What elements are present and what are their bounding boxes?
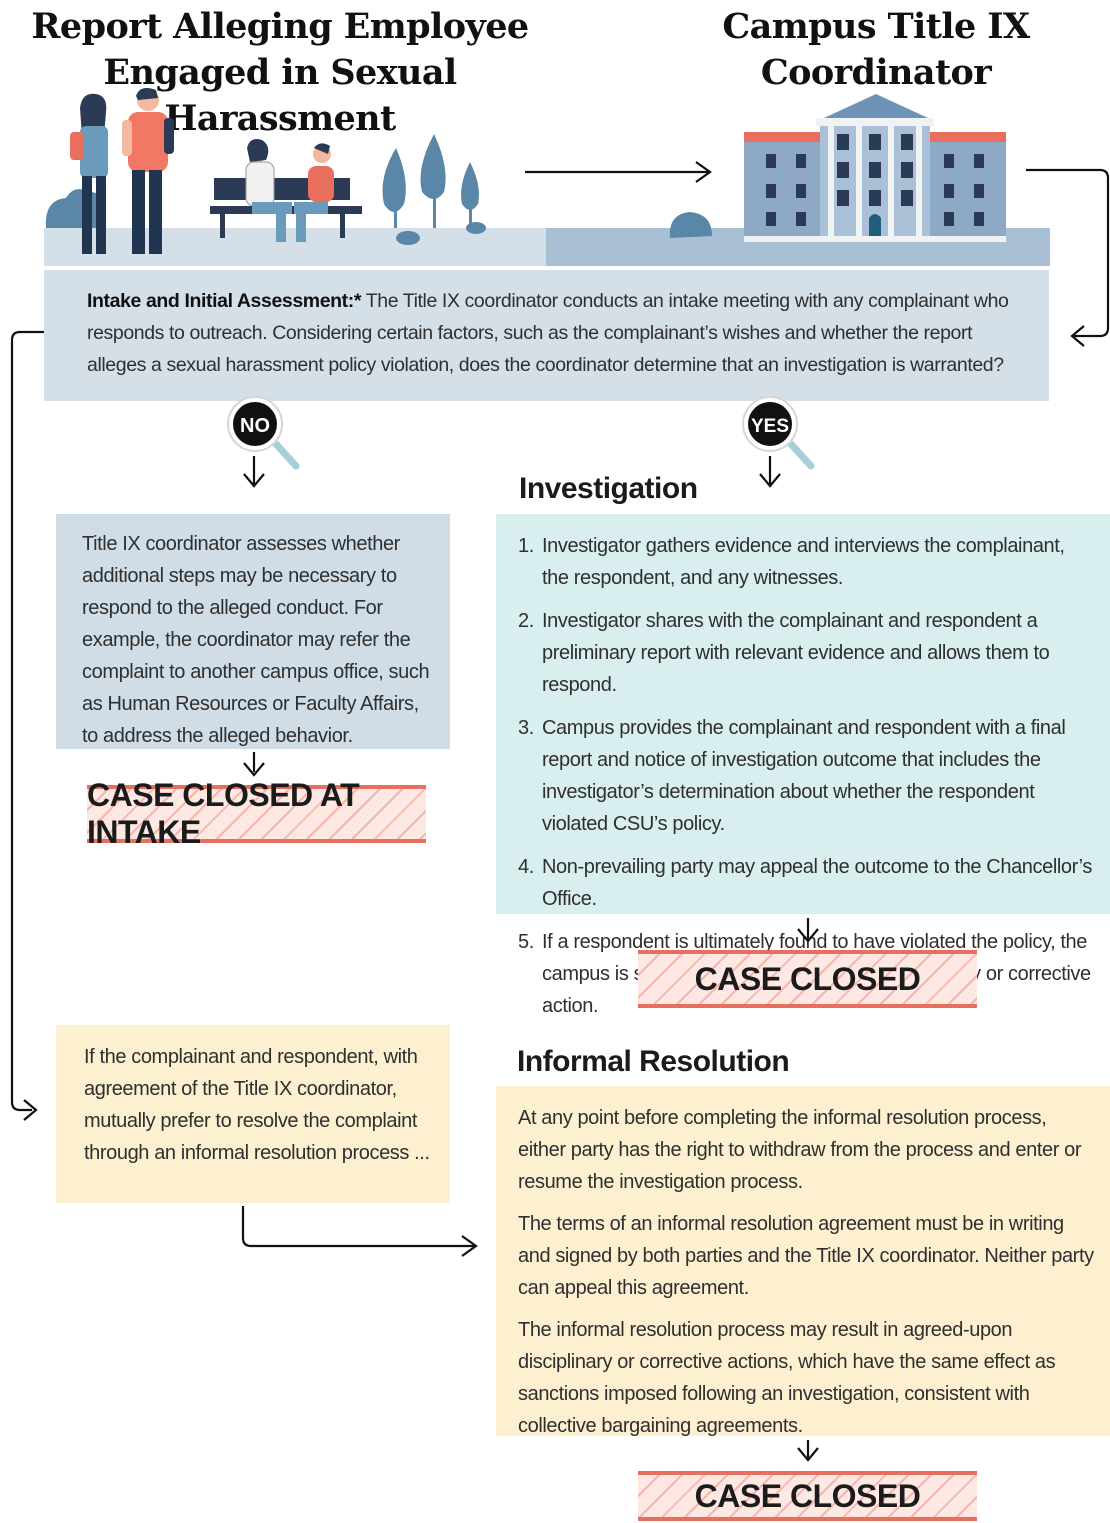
intake-text: Intake and Initial Assessment:* The Titl… (87, 285, 1019, 381)
arrow-no-to-closed (243, 752, 265, 777)
report-title: Report Alleging Employee Engaged in Sexu… (31, 6, 529, 139)
no-label: NO (240, 415, 270, 437)
arrow-intake-to-informal (10, 330, 44, 1121)
informal-branch-text: If the complainant and respondent, with … (84, 1046, 430, 1164)
informal-paragraph: At any point before completing the infor… (518, 1107, 1082, 1193)
informal-case-closed: CASE CLOSED (638, 1471, 977, 1521)
intake-description: The Title IX coordinator conducts an int… (87, 290, 1009, 376)
investigation-case-closed: CASE CLOSED (638, 950, 977, 1008)
no-magnifier-icon: NO (227, 396, 300, 470)
seated-people-icon (245, 139, 334, 242)
informal-resolution-heading: Informal Resolution (517, 1045, 790, 1078)
investigation-step: 1.Investigator gathers evidence and inte… (518, 535, 1065, 589)
investigation-step: 4.Non-prevailing party may appeal the ou… (518, 856, 1092, 910)
arrow-investigation-to-closed (797, 918, 819, 943)
arrow-no-down (243, 456, 265, 488)
arrow-informal-to-resolution (241, 1206, 478, 1257)
intake-assessment-box: Intake and Initial Assessment:* The Titl… (44, 270, 1049, 401)
informal-branch-box: If the complainant and respondent, with … (56, 1025, 450, 1203)
investigation-step: 3.Campus provides the complainant and re… (518, 717, 1066, 835)
arrow-yes-down (759, 456, 781, 488)
yes-label: YES (751, 416, 789, 437)
no-branch-text: Title IX coordinator assesses whether ad… (82, 533, 430, 747)
rock-icon (669, 212, 712, 238)
arrow-coordinator-to-intake (1026, 168, 1110, 347)
informal-paragraph: The informal resolution process may resu… (518, 1319, 1056, 1437)
woman-standing-icon (70, 93, 108, 254)
coordinator-title: Campus Title IX Coordinator (722, 6, 1030, 93)
campus-building-icon (744, 94, 1006, 242)
trees-icon (382, 134, 486, 245)
investigation-heading: Investigation (519, 472, 698, 505)
informal-paragraph: The terms of an informal resolution agre… (518, 1213, 1094, 1299)
informal-resolution-box: At any point before completing the infor… (496, 1086, 1110, 1437)
man-standing-icon (122, 88, 174, 254)
no-branch-box: Title IX coordinator assesses whether ad… (56, 514, 450, 749)
arrow-informal-to-closed (797, 1440, 819, 1462)
intake-label: Intake and Initial Assessment:* (87, 290, 362, 312)
investigation-step: 2.Investigator shares with the complaina… (518, 610, 1050, 696)
yes-magnifier-icon: YES (742, 396, 815, 470)
arrow-report-to-coordinator (525, 161, 712, 183)
